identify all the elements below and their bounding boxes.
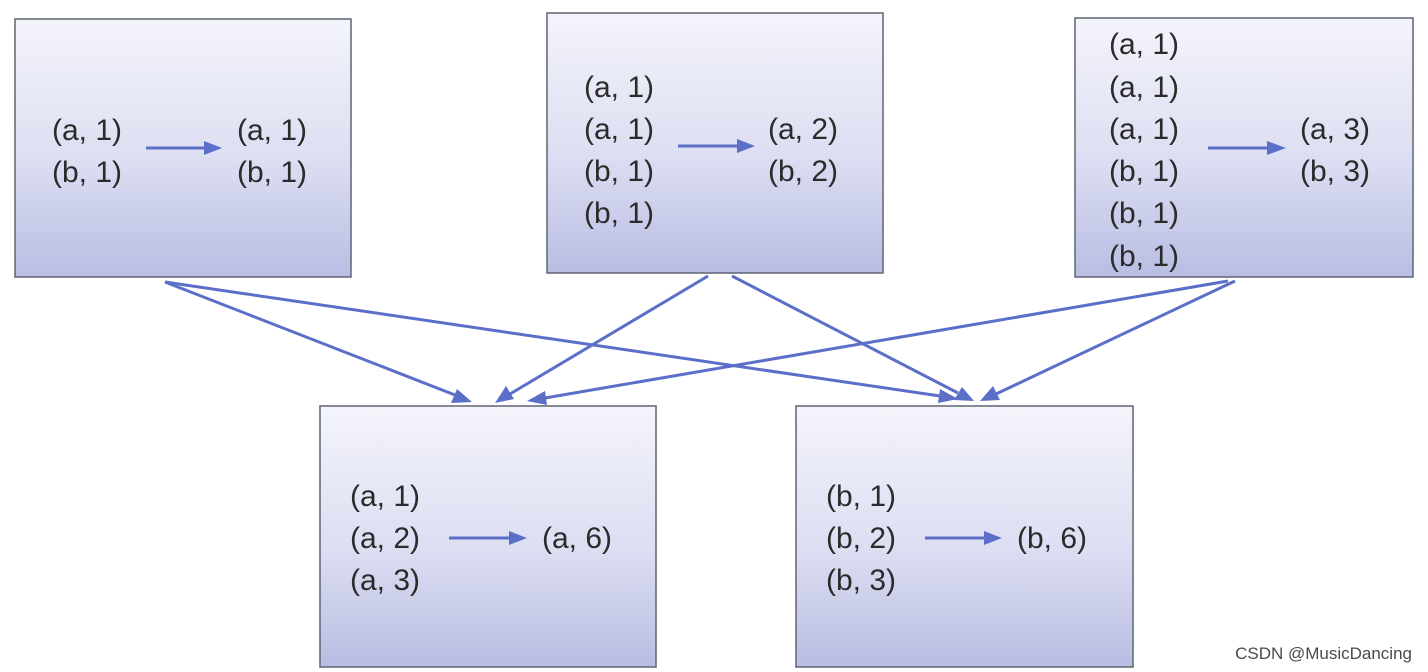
map-box-3-input-2: (a, 1): [1109, 71, 1179, 104]
reduce-box-a: (a, 1) (a, 2) (a, 3) (a, 6): [319, 405, 657, 668]
reduce-box-b-input-1: (b, 1): [826, 480, 896, 513]
arrowhead: [737, 139, 755, 153]
map-box-1-output-2: (b, 1): [237, 156, 307, 189]
map-box-1-input-1: (a, 1): [52, 114, 122, 147]
arrowhead: [980, 386, 1000, 401]
shuffle-arrow-map3-reduce-a: [544, 279, 1229, 400]
map-box-3: (a, 1) (a, 1) (a, 1) (b, 1) (b, 1) (b, 1…: [1074, 17, 1414, 278]
map-box-2-frame: [546, 12, 884, 274]
map-box-2-input-1: (a, 1): [584, 71, 654, 104]
arrowhead: [495, 386, 514, 403]
arrowhead: [527, 391, 547, 405]
arrowhead: [1267, 141, 1286, 155]
map-box-1: (a, 1) (b, 1) (a, 1) (b, 1): [14, 18, 352, 278]
reduce-box-b-input-3: (b, 3): [826, 564, 896, 597]
map-box-2-input-4: (b, 1): [584, 197, 654, 230]
map-box-2-input-3: (b, 1): [584, 155, 654, 188]
arrowhead: [938, 389, 958, 403]
map-box-3-input-3: (a, 1): [1109, 113, 1179, 146]
reduce-box-a-input-3: (a, 3): [350, 564, 420, 597]
arrowhead: [451, 389, 472, 403]
shuffle-arrow-map2-reduce-b: [731, 274, 959, 395]
map-box-3-input-4: (b, 1): [1109, 155, 1179, 188]
map-box-3-input-1: (a, 1): [1109, 28, 1179, 61]
arrowhead: [204, 141, 222, 155]
reduce-box-b: (b, 1) (b, 2) (b, 3) (b, 6): [795, 405, 1134, 668]
reduce-box-a-input-2: (a, 2): [350, 522, 420, 555]
map-box-2-input-2: (a, 1): [584, 113, 654, 146]
map-box-3-output-2: (b, 3): [1300, 155, 1370, 188]
map-box-1-input-2: (b, 1): [52, 156, 122, 189]
shuffle-arrow-map1-reduce-a: [164, 280, 456, 397]
shuffle-arrow-map1-reduce-b: [164, 280, 941, 398]
map-box-2: (a, 1) (a, 1) (b, 1) (b, 1) (a, 2) (b, 2…: [546, 12, 884, 274]
shuffle-arrow-map2-reduce-a: [509, 274, 709, 396]
map-box-2-output-1: (a, 2): [768, 113, 838, 146]
shuffle-arrow-map3-reduce-b: [995, 279, 1236, 396]
map-box-2-output-2: (b, 2): [768, 155, 838, 188]
reduce-box-b-input-2: (b, 2): [826, 522, 896, 555]
arrowhead: [509, 531, 527, 545]
map-box-3-input-6: (b, 1): [1109, 240, 1179, 273]
map-box-1-output-1: (a, 1): [237, 114, 307, 147]
reduce-box-a-input-1: (a, 1): [350, 480, 420, 513]
map-box-3-output-1: (a, 3): [1300, 113, 1370, 146]
reduce-box-b-output: (b, 6): [1017, 522, 1087, 555]
shuffle-arrows: [164, 274, 1236, 405]
arrowhead: [954, 387, 974, 401]
watermark-text: CSDN @MusicDancing: [1235, 644, 1412, 663]
reduce-box-a-output: (a, 6): [542, 522, 612, 555]
map-box-3-input-5: (b, 1): [1109, 197, 1179, 230]
arrowhead: [984, 531, 1002, 545]
